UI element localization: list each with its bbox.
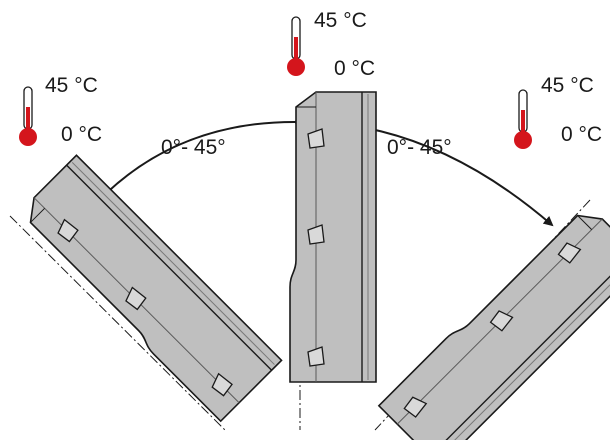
center-max-temp: 45 °C xyxy=(314,9,367,32)
right-max-temp: 45 °C xyxy=(541,74,594,97)
thermometer-icon-left xyxy=(18,86,38,147)
left-min-temp: 0 °C xyxy=(61,123,103,146)
device-tilted-left xyxy=(14,154,283,422)
center-min-temp: 0 °C xyxy=(334,57,376,80)
device-vertical xyxy=(289,91,377,383)
device-tilted-right xyxy=(378,199,610,445)
left-max-temp: 45 °C xyxy=(45,74,98,97)
right-min-temp: 0 °C xyxy=(561,123,603,146)
thermometer-icon-center xyxy=(286,16,306,77)
left-axis-line xyxy=(9,215,226,431)
right-angle-label: 0°- 45° xyxy=(387,136,452,159)
left-angle-label: 0°- 45° xyxy=(161,136,226,159)
thermometer-icon-right xyxy=(513,89,533,150)
